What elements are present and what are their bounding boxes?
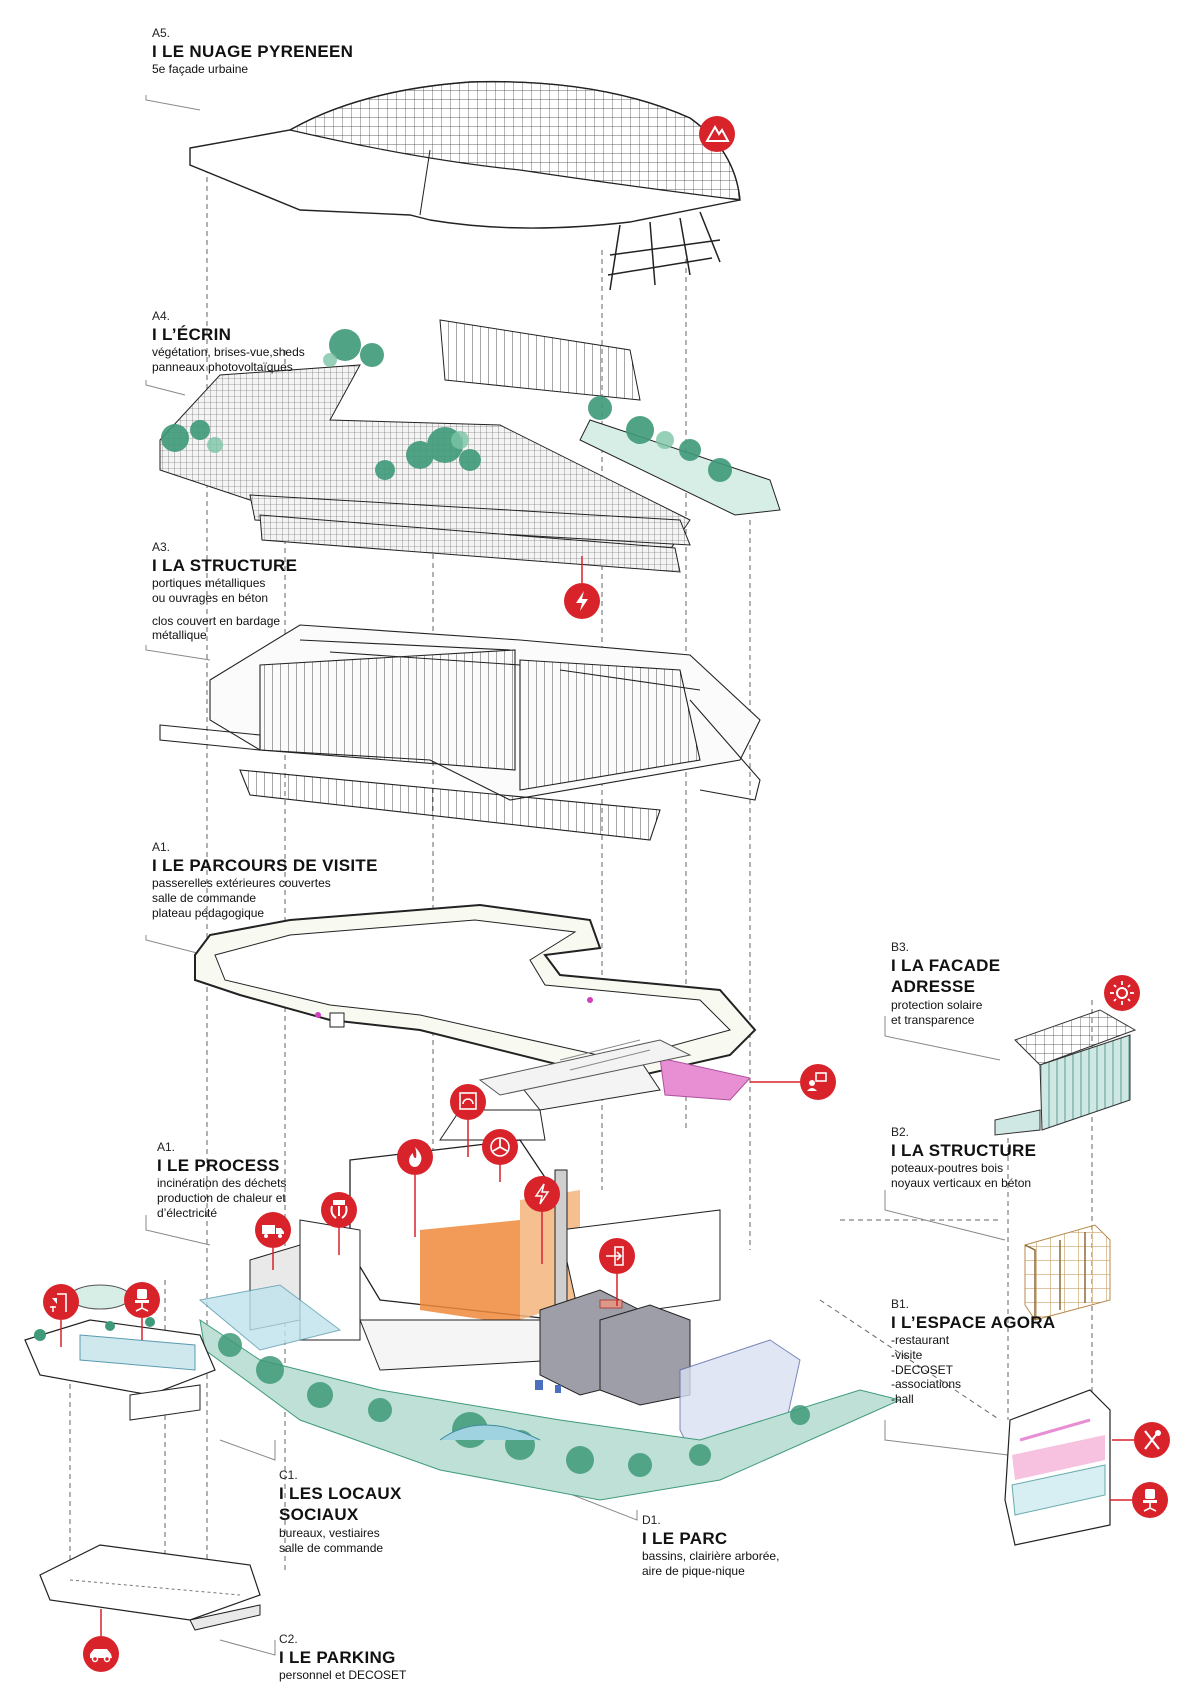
layer-desc-line: bureaux, vestiaires [279,1526,380,1541]
label-a3-structure: A3. I LA STRUCTURE portiques métalliques… [152,540,297,643]
structure-layer [159,624,761,841]
lamp-plant-icon [43,1284,79,1347]
mountain-icon [699,116,735,152]
fire-icon [397,1139,433,1237]
label-b1-agora: B1. I L’ESPACE AGORA -restaurant -visite… [891,1297,1055,1406]
car-icon [83,1609,119,1672]
layer-desc-line: protection solaire [891,998,983,1013]
label-b2-structure: B2. I LA STRUCTURE poteaux-poutres bois … [891,1125,1036,1191]
parking-layer [39,1544,261,1631]
grab-claw-icon [321,1192,357,1255]
fan-icon [482,1129,518,1182]
layer-desc-line: salle de commande [152,890,257,905]
layer-desc-line: ou ouvrages en béton [152,590,269,605]
label-b3-facade: B3. I LA FACADE ADRESSE protection solai… [891,940,1000,1027]
layer-code: A4. [152,309,171,323]
layer-desc-line: d’électricité [157,1205,218,1220]
label-d1-parc: D1. I LE PARC bassins, clairière arborée… [642,1513,779,1579]
exit-arrow-icon [599,1238,635,1306]
layer-desc-line: portiques métalliques [152,576,266,591]
layer-desc-line: aire de pique-nique [642,1563,745,1578]
layer-code: B2. [891,1125,910,1139]
layer-title: I L’ESPACE AGORA [891,1312,1056,1332]
layer-title-cont: ADRESSE [891,977,976,997]
layer-desc-line: poteaux-poutres bois [891,1161,1004,1176]
label-c2-parking: C2. I LE PARKING personnel et DECOSET [279,1632,406,1683]
computer-user-icon [750,1064,836,1100]
layer-desc-line: -hall [891,1391,914,1406]
layer-desc-line: personnel et DECOSET [279,1668,407,1683]
layer-desc-line: plateau pédagogique [152,905,265,920]
ecrin-layer [159,319,781,573]
cloud-roof [189,80,741,291]
garbage-truck-icon [255,1212,291,1270]
layer-desc-line: incinération des déchets [157,1176,287,1191]
layer-title: I LA FACADE [891,955,1001,975]
label-a4-ecrin: A4. I L’ÉCRIN végétation, brises-vue,she… [152,309,305,375]
layer-desc-line: et transparence [891,1012,975,1027]
label-c1-locaux: C1. I LES LOCAUX SOCIAUX bureaux, vestia… [279,1468,402,1555]
layer-desc-line: 5e façade urbaine [152,62,249,77]
social-offices-layer [24,1284,216,1421]
layer-title-cont: SOCIAUX [279,1505,359,1525]
office-chair-icon [124,1282,160,1340]
layer-code: C1. [279,1468,298,1482]
pictogram-badges [43,116,1170,1672]
layer-code: C2. [279,1632,298,1646]
layer-title: I LES LOCAUX [279,1483,402,1503]
layer-desc-line: -associations [891,1377,962,1392]
layer-title: I LA STRUCTURE [152,555,298,575]
layer-desc-line: végétation, brises-vue,sheds [152,345,305,360]
layer-title: I LA STRUCTURE [891,1140,1037,1160]
lightning-icon [524,1176,560,1264]
park-layer [199,1318,902,1501]
label-a5-nuage: A5. I LE NUAGE PYRENEEN 5e façade urbain… [152,26,353,77]
layer-title: I LE PROCESS [157,1155,280,1175]
layer-code: A3. [152,540,171,554]
layer-desc-line: noyaux verticaux en béton [891,1175,1032,1190]
layer-title: I L’ÉCRIN [152,324,232,344]
layer-desc-line: salle de commande [279,1540,384,1555]
layer-code: B1. [891,1297,910,1311]
layer-desc-line: -restaurant [891,1333,950,1348]
layer-code: A1. [157,1140,176,1154]
gauge-icon [450,1084,486,1157]
label-leaders [145,95,1009,1656]
layer-title: I LE PARCOURS DE VISITE [152,855,378,875]
layer-desc-line: panneaux photovoltaïques [152,359,293,374]
cutlery-icon [1112,1422,1170,1458]
facade-adresse-layer [994,1009,1137,1136]
visit-path-layer [194,903,757,1101]
layer-code: B3. [891,940,910,954]
label-a1-process: A1. I LE PROCESS incinération des déchet… [157,1140,286,1220]
process-layer [198,1039,721,1406]
layer-code: A5. [152,26,171,40]
layer-desc-line: clos couvert en bardage [152,613,281,628]
lightning-icon [564,556,600,619]
layer-desc-line: -visite [891,1347,923,1362]
layer-desc-line: passerelles extérieures couvertes [152,876,331,891]
sun-icon [1104,975,1140,1011]
layer-title: I LE PARC [642,1528,728,1548]
label-a1-parcours: A1. I LE PARCOURS DE VISITE passerelles … [152,840,378,920]
layer-code: A1. [152,840,171,854]
layer-title: I LE PARKING [279,1647,396,1667]
timber-structure-layer [1024,1224,1111,1321]
layer-desc-line: -DECOSET [891,1362,954,1377]
layer-code: D1. [642,1513,661,1527]
office-chair-icon [1110,1482,1168,1518]
layer-desc-line: métallique [152,628,207,643]
layer-desc-line: bassins, clairière arborée, [642,1549,780,1564]
layer-desc-line: production de chaleur et [157,1190,286,1205]
layer-title: I LE NUAGE PYRENEEN [152,41,354,61]
